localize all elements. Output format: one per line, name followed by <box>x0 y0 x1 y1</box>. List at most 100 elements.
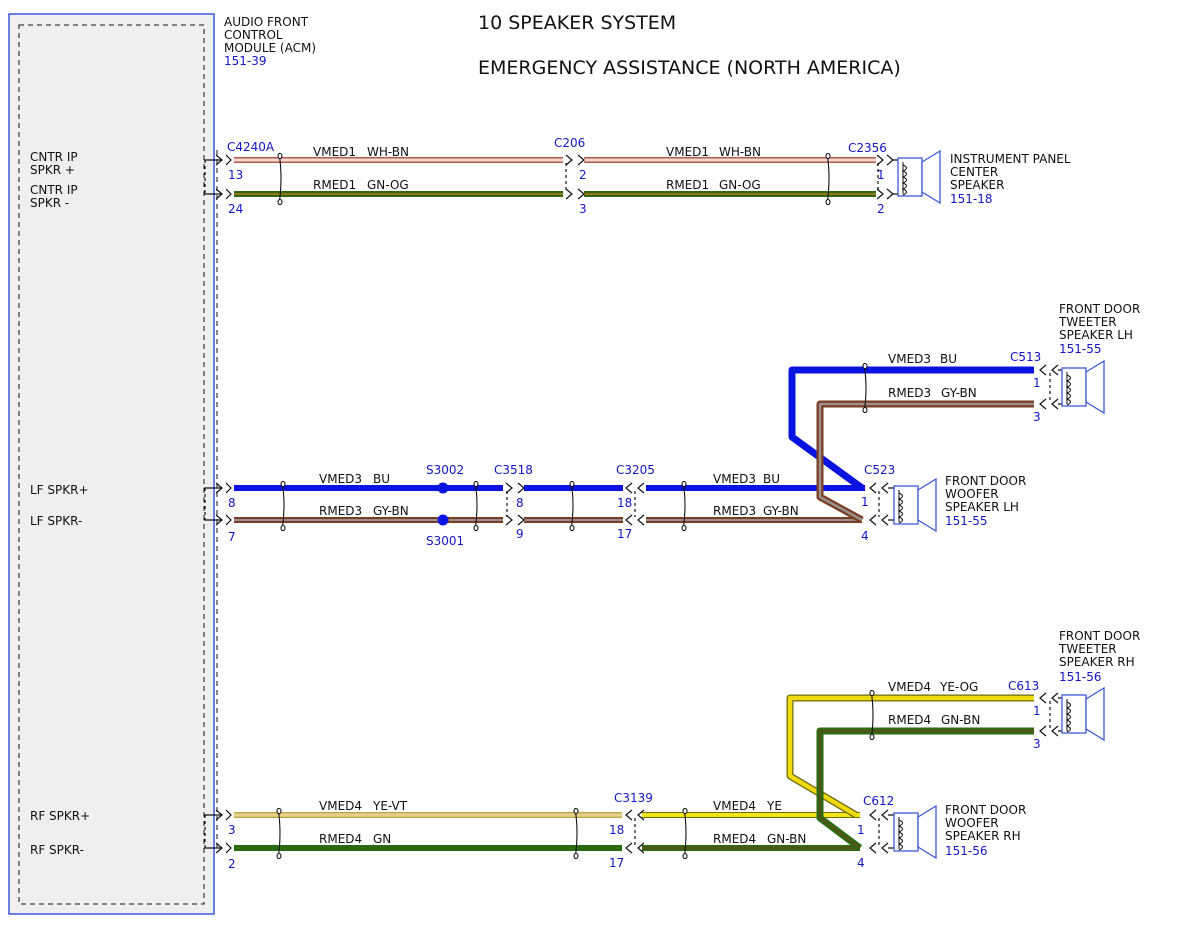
coil-icon <box>1065 699 1071 733</box>
speaker-label-line: SPEAKER RH <box>1059 655 1135 669</box>
pin-number: 1 <box>1033 376 1041 390</box>
pin-label-lf-spkr-plus: LF SPKR+ <box>30 483 89 497</box>
speaker-cone-icon <box>1085 686 1105 742</box>
twisted-pair-markers <box>276 152 875 860</box>
wire-color: WH-BN <box>719 145 761 159</box>
connector-label-c2356: C2356 <box>848 141 887 155</box>
terminal-arrow <box>204 514 232 526</box>
wire-circuit: RMED1 <box>666 178 709 192</box>
wires <box>234 157 1034 851</box>
terminal-arrow <box>204 154 232 166</box>
wire-color: YE-OG <box>939 680 978 694</box>
speaker-front-door-woofer-rh <box>893 804 937 860</box>
speaker-label-line: FRONT DOOR <box>945 474 1026 488</box>
speaker-coil-box <box>893 485 919 525</box>
wire-circuit: RMED1 <box>313 178 356 192</box>
wire-circuit: RMED4 <box>713 832 756 846</box>
pin-label-cntr-ip-2: CNTR IP <box>30 183 78 197</box>
module-name-line-1: AUDIO FRONT <box>224 15 309 29</box>
wire-color: YE-VT <box>372 799 408 813</box>
terminal-arrow <box>565 154 585 166</box>
terminal-arrow <box>625 842 645 854</box>
speaker-cone-icon <box>921 149 941 205</box>
speaker-label-line: TWEETER <box>1058 642 1117 656</box>
terminal-arrow <box>204 188 232 200</box>
wire-circuit: VMED1 <box>313 145 356 159</box>
pin-number: 3 <box>579 202 587 216</box>
wire-color: BU <box>373 472 390 486</box>
speaker-ref: 151-56 <box>945 844 988 858</box>
speaker-instrument-panel-center <box>897 149 941 205</box>
speaker-ref: 151-56 <box>1059 670 1102 684</box>
module-name-line-3: MODULE (ACM) <box>224 41 316 55</box>
pin-number: 3 <box>1033 410 1041 424</box>
speaker-front-door-tweeter-lh <box>1061 359 1105 415</box>
coil-icon <box>897 817 903 851</box>
wire-rmed4-gn-bn-tweeter-rh <box>816 727 1034 851</box>
module-inner-outline <box>18 24 205 905</box>
wire-circuit: RMED3 <box>319 504 362 518</box>
speaker-coil-box <box>897 157 923 197</box>
wire-vmed3-bu-tweeter-lh <box>788 366 1034 491</box>
terminal-arrow <box>625 482 645 494</box>
wire-circuit: RMED3 <box>713 504 756 518</box>
speaker-label-line: INSTRUMENT PANEL <box>950 152 1071 166</box>
module-name-line-2: CONTROL <box>224 28 283 42</box>
wire-circuit: VMED1 <box>666 145 709 159</box>
wire-circuit: RMED3 <box>888 386 931 400</box>
connector-label-c513: C513 <box>1010 350 1041 364</box>
speaker-label-line: SPEAKER <box>950 178 1004 192</box>
pin-label-spkr-minus: SPKR - <box>30 196 69 210</box>
pin-number: 1 <box>861 495 869 509</box>
wire-circuit: VMED4 <box>319 799 362 813</box>
audio-front-control-module: AUDIO FRONT CONTROL MODULE (ACM) 151-39 … <box>8 13 316 915</box>
splice-label-s3002: S3002 <box>426 463 464 477</box>
pin-number: 9 <box>516 527 524 541</box>
coil-icon <box>897 490 903 524</box>
pin-number: 4 <box>861 529 869 543</box>
diagram-subtitle: EMERGENCY ASSISTANCE (NORTH AMERICA) <box>478 57 901 79</box>
pin-label-spkr-plus: SPKR + <box>30 163 75 177</box>
wire-circuit: VMED3 <box>319 472 362 486</box>
speaker-label-line: SPEAKER LH <box>945 500 1019 514</box>
connector-label-c612: C612 <box>863 794 894 808</box>
terminal-arrow <box>204 482 232 494</box>
wire-circuit: VMED4 <box>713 799 756 813</box>
wire-color: GN-OG <box>367 178 409 192</box>
speaker-label-line: CENTER <box>950 165 998 179</box>
pin-number: 2 <box>228 857 236 871</box>
wire-circuit: RMED4 <box>319 832 362 846</box>
terminal-arrow <box>505 482 525 494</box>
wire-color: GY-BN <box>763 504 799 518</box>
pin-number: 17 <box>609 856 624 870</box>
connector-label-c206: C206 <box>554 136 585 150</box>
pin-number: 1 <box>857 823 865 837</box>
terminal-arrow <box>204 842 232 854</box>
wire-circuit: RMED4 <box>888 713 931 727</box>
module-body <box>8 13 215 915</box>
connector-label-c523: C523 <box>864 463 895 477</box>
pin-number: 18 <box>617 496 632 510</box>
connector-label-c3205: C3205 <box>616 463 655 477</box>
splice-s3001 <box>437 514 449 526</box>
terminal-arrow <box>204 809 232 821</box>
pin-number: 3 <box>1033 737 1041 751</box>
pin-number: 3 <box>228 823 236 837</box>
pin-number: 2 <box>579 168 587 182</box>
wire-color: GN-BN <box>767 832 806 846</box>
pin-number: 1 <box>1033 704 1041 718</box>
speaker-label-line: FRONT DOOR <box>945 803 1026 817</box>
speaker-coil-box <box>1061 367 1087 407</box>
wire-color: WH-BN <box>367 145 409 159</box>
pin-number: 8 <box>516 496 524 510</box>
terminal-arrow <box>505 514 525 526</box>
pin-number: 8 <box>228 496 236 510</box>
wire-circuit: VMED3 <box>888 352 931 366</box>
pin-label-lf-spkr-minus: LF SPKR- <box>30 514 82 528</box>
speaker-label-line: TWEETER <box>1058 315 1117 329</box>
terminal-arrow <box>565 188 585 200</box>
speaker-ref: 151-18 <box>950 192 993 206</box>
wire-circuit: VMED4 <box>888 680 931 694</box>
speaker-coil-box <box>1061 694 1087 734</box>
